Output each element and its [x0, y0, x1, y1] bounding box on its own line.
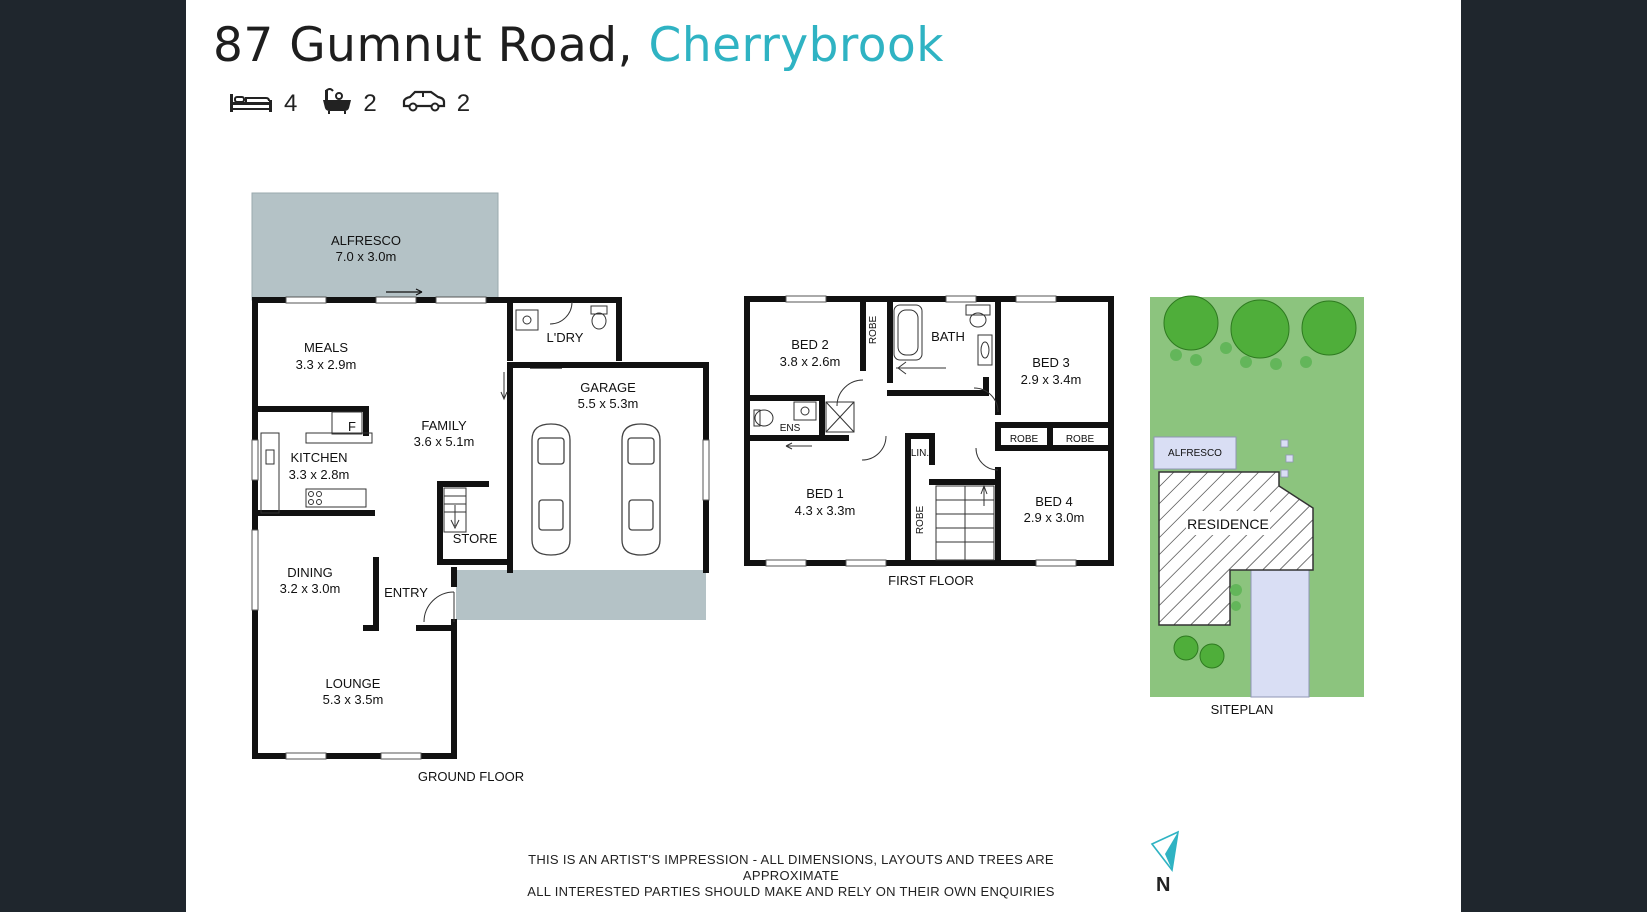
first-floor-caption: FIRST FLOOR	[888, 573, 974, 588]
meals-size: 3.3 x 2.9m	[296, 357, 357, 372]
residence-footprint	[1158, 471, 1314, 626]
bed4-size: 2.9 x 3.0m	[1024, 510, 1085, 525]
laundry-label: L'DRY	[547, 330, 584, 345]
bed2-label: BED 2	[791, 337, 829, 352]
store-label: STORE	[453, 531, 498, 546]
first-floor-plan	[744, 295, 1114, 567]
alfresco-size: 7.0 x 3.0m	[336, 249, 397, 264]
meals-label: MEALS	[304, 340, 348, 355]
driveway	[1250, 554, 1310, 698]
bed3-size: 2.9 x 3.4m	[1021, 372, 1082, 387]
site-plan	[1150, 295, 1364, 698]
siteplan-caption: SITEPLAN	[1211, 702, 1274, 717]
floorplan-sheet: 87 Gumnut Road, Cherrybrook 4	[186, 0, 1461, 912]
site-alfresco	[1153, 436, 1237, 470]
kitchen-size: 3.3 x 2.8m	[289, 467, 350, 482]
family-label: FAMILY	[421, 418, 467, 433]
bath-label: BATH	[931, 329, 965, 344]
ground-floor-caption: GROUND FLOOR	[418, 769, 524, 784]
garage-size: 5.5 x 5.3m	[578, 396, 639, 411]
north-arrow: N	[1148, 828, 1184, 901]
street-address: 87 Gumnut Road,	[213, 18, 634, 73]
kitchen-label: KITCHEN	[290, 450, 347, 465]
fridge-label: F	[348, 419, 356, 434]
bath-icon	[321, 87, 353, 122]
linen-label: LIN.	[911, 448, 929, 459]
bed3-label: BED 3	[1032, 355, 1070, 370]
family-size: 3.6 x 5.1m	[414, 434, 475, 449]
north-arrow-icon	[1150, 830, 1180, 872]
bed2-size: 3.8 x 2.6m	[780, 354, 841, 369]
residence-label: RESIDENCE	[1187, 516, 1269, 532]
alfresco-area	[251, 192, 499, 301]
bed-icon	[228, 88, 274, 121]
suburb-name: Cherrybrook	[648, 18, 945, 73]
dining-size: 3.2 x 3.0m	[280, 581, 341, 596]
site-trees	[1163, 295, 1357, 669]
floorplan-drawing: ALFRESCO 7.0 x 3.0m MEALS 3.3 x 2.9m FAM…	[251, 192, 1364, 784]
lounge-size: 5.3 x 3.5m	[323, 692, 384, 707]
bed1-label: BED 1	[806, 486, 844, 501]
ens-label: ENS	[780, 423, 801, 434]
lounge-label: LOUNGE	[326, 676, 381, 691]
disclaimer-line-2: ALL INTERESTED PARTIES SHOULD MAKE AND R…	[527, 884, 1055, 899]
disclaimer: THIS IS AN ARTIST'S IMPRESSION - ALL DIM…	[486, 852, 1096, 900]
robe1-label: ROBE	[868, 316, 879, 345]
site-alfresco-label: ALFRESCO	[1168, 448, 1222, 459]
car-icon	[401, 89, 447, 120]
listing-title: 87 Gumnut Road, Cherrybrook	[213, 18, 944, 73]
bed1-size: 4.3 x 3.3m	[795, 503, 856, 518]
bed4-label: BED 4	[1035, 494, 1073, 509]
dining-label: DINING	[287, 565, 333, 580]
driveway-apron	[456, 570, 706, 620]
alfresco-label: ALFRESCO	[331, 233, 401, 248]
disclaimer-line-1: THIS IS AN ARTIST'S IMPRESSION - ALL DIM…	[528, 852, 1054, 883]
robe4-label: ROBE	[915, 506, 926, 535]
ground-floor-plan	[251, 192, 710, 760]
bathroom-count: 2	[363, 90, 377, 117]
bedroom-count: 4	[284, 90, 298, 117]
north-letter: N	[1156, 874, 1171, 896]
garage-label: GARAGE	[580, 380, 636, 395]
robe3-label: ROBE	[1066, 434, 1095, 445]
entry-label: ENTRY	[384, 585, 428, 600]
property-features: 4 2 2	[228, 87, 484, 121]
car-space-count: 2	[456, 90, 471, 117]
robe2-label: ROBE	[1010, 434, 1039, 445]
garage-cars	[531, 423, 661, 556]
